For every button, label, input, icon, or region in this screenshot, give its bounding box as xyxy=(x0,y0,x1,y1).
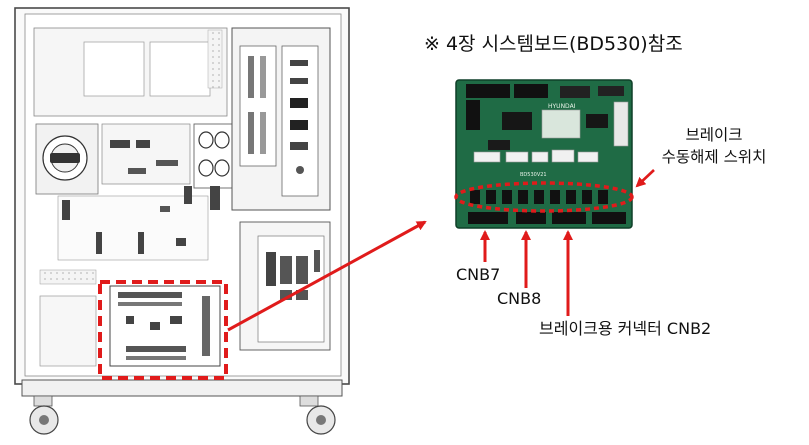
cnb2-label: 브레이크용 커넥터 CNB2 xyxy=(539,319,711,338)
caster-right-icon xyxy=(299,395,336,435)
caster-left-icon xyxy=(29,395,59,435)
brake-switch-label-line1: 브레이크 xyxy=(685,126,742,144)
cnb7-label: CNB7 xyxy=(456,265,500,284)
main-switch-icon xyxy=(42,135,88,181)
fuse-holder-icon xyxy=(193,123,235,189)
board-brand: HYUNDAI xyxy=(548,103,576,110)
bd530-board: HYUNDAI BD530V21 xyxy=(455,79,633,229)
brake-switch-callout xyxy=(454,181,634,213)
section-title: ※ 4장 시스템보드(BD530)참조 xyxy=(424,33,683,55)
pointer-arrow xyxy=(227,220,427,332)
cnb8-label: CNB8 xyxy=(497,289,541,308)
brake-switch-arrow xyxy=(635,169,655,188)
controller-cabinet xyxy=(14,7,350,435)
brake-switch-row xyxy=(470,190,608,204)
cabinet-system-board xyxy=(109,285,221,367)
board-model: BD530V21 xyxy=(520,172,547,178)
brake-switch-label-line2: 수동해제 스위치 xyxy=(662,148,767,166)
